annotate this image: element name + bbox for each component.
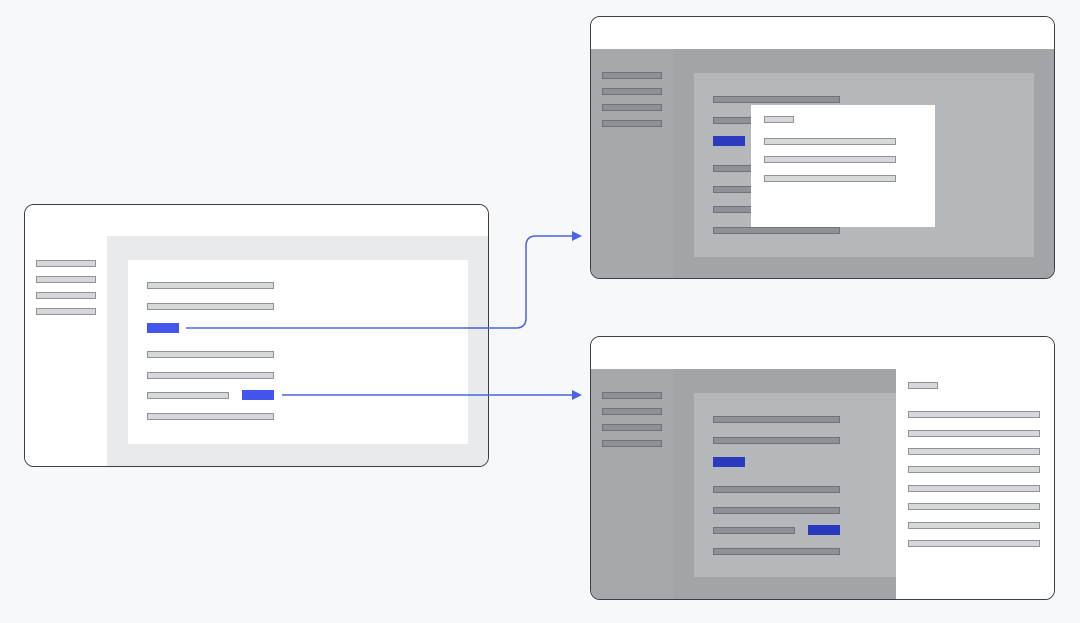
text-line — [713, 486, 840, 493]
drawer-text-line — [908, 503, 1040, 510]
sidebar-item[interactable] — [602, 72, 662, 79]
sidebar-item[interactable] — [602, 424, 662, 431]
drawer-text-line — [908, 522, 1040, 529]
inline-action-button[interactable] — [242, 390, 274, 400]
content-card — [128, 260, 468, 444]
modal-dialog[interactable] — [751, 105, 935, 227]
drawer-text-line — [908, 485, 1040, 492]
window-title-bar — [25, 205, 488, 237]
sidebar-item[interactable] — [602, 408, 662, 415]
drawer-text-line — [908, 540, 1040, 547]
drawer-text-line — [908, 430, 1040, 437]
sidebar-item[interactable] — [36, 292, 96, 299]
sidebar-item[interactable] — [602, 104, 662, 111]
drawer-text-line — [908, 411, 1040, 418]
drawer-result-window — [590, 336, 1055, 600]
drawer-text-line — [908, 448, 1040, 455]
arrow-right-icon — [572, 231, 582, 241]
text-line — [713, 227, 840, 234]
arrow-right-icon — [572, 390, 582, 400]
drawer-text-line — [908, 466, 1040, 473]
inline-action-button[interactable] — [808, 525, 840, 535]
text-line — [147, 413, 274, 420]
source-window — [24, 204, 489, 467]
text-line — [713, 548, 840, 555]
primary-action-button[interactable] — [713, 457, 745, 467]
sidebar-item[interactable] — [602, 392, 662, 399]
sidebar-item[interactable] — [602, 440, 662, 447]
modal-text-line — [764, 138, 896, 145]
window-title-bar — [591, 337, 1054, 370]
modal-title — [764, 116, 794, 123]
drawer-title — [908, 382, 938, 389]
side-drawer-panel[interactable] — [896, 369, 1054, 599]
text-line — [147, 303, 274, 310]
text-line — [713, 416, 840, 423]
primary-action-button[interactable] — [147, 323, 179, 333]
modal-text-line — [764, 175, 896, 182]
primary-action-button[interactable] — [713, 136, 745, 146]
sidebar-item[interactable] — [36, 308, 96, 315]
text-line — [147, 351, 274, 358]
window-title-bar — [591, 17, 1054, 50]
text-line — [147, 372, 274, 379]
main-area — [107, 236, 488, 466]
text-line — [713, 507, 840, 514]
sidebar-item[interactable] — [36, 260, 96, 267]
sidebar-item[interactable] — [36, 276, 96, 283]
sidebar-item[interactable] — [602, 120, 662, 127]
text-line — [713, 437, 840, 444]
sidebar — [25, 236, 108, 466]
modal-text-line — [764, 156, 896, 163]
text-line — [147, 392, 229, 399]
text-line — [713, 96, 840, 103]
modal-result-window — [590, 16, 1055, 279]
text-line — [147, 282, 274, 289]
text-line — [713, 527, 795, 534]
connector-to-modal — [186, 235, 572, 329]
sidebar-item[interactable] — [602, 88, 662, 95]
